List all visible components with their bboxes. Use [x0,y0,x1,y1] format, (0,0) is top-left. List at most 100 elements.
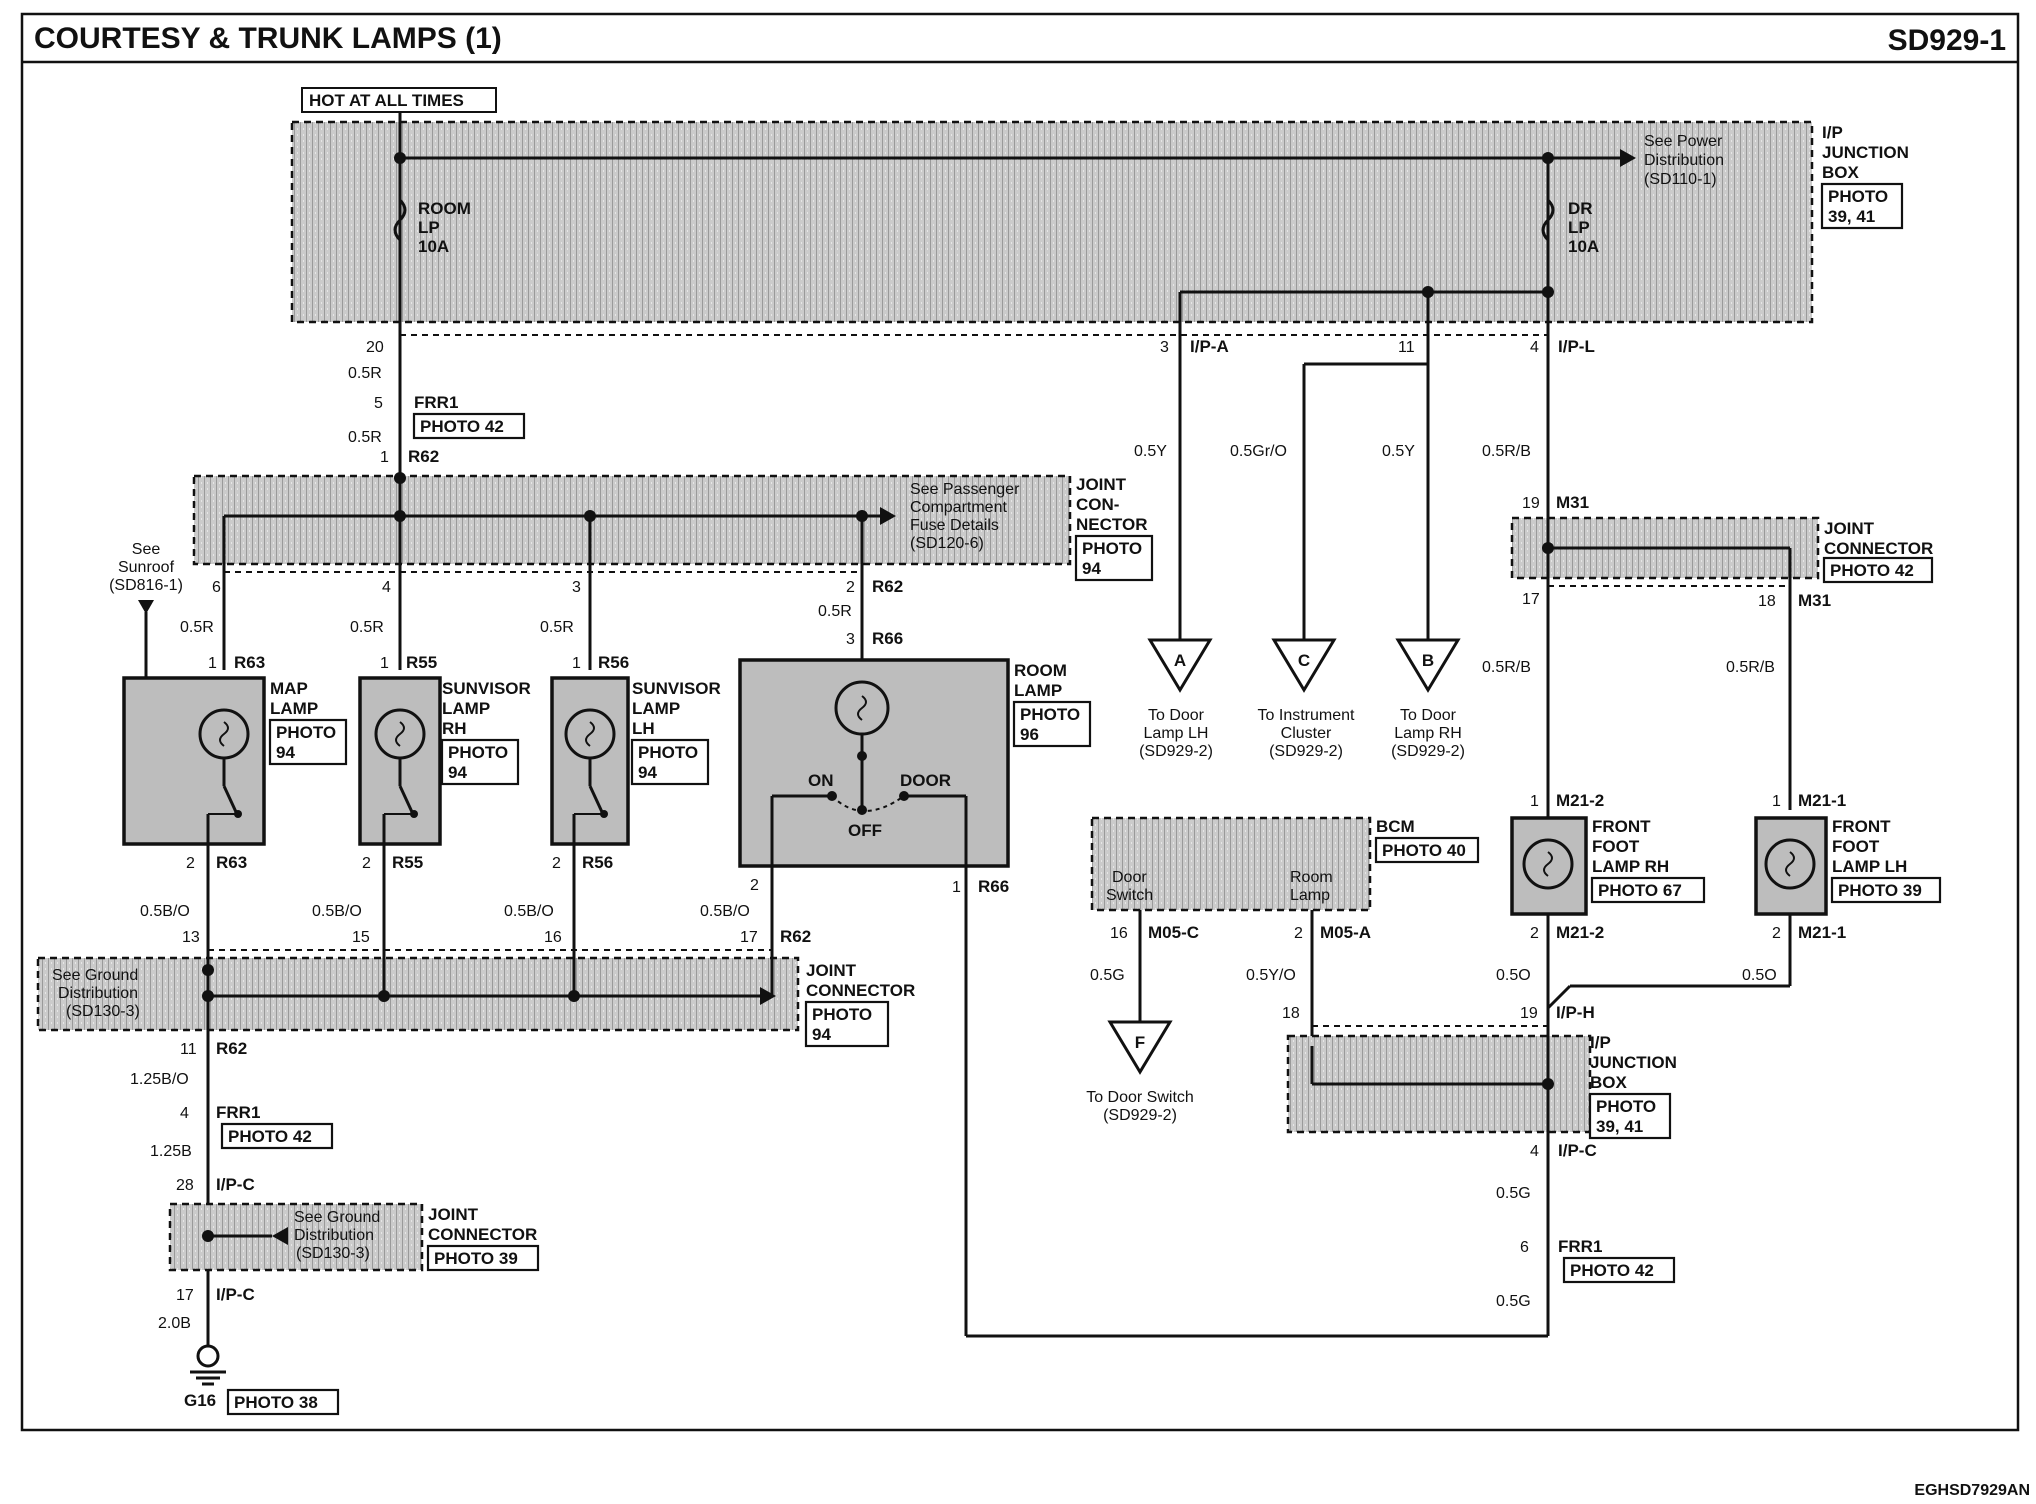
frr1-c: FRR1 [1558,1237,1602,1256]
offpage-f-line2: (SD929-2) [1103,1107,1177,1124]
pin-19-m31: 19 [1522,495,1540,512]
offpage-a-letter: A [1174,651,1186,670]
map-lamp-photo1: PHOTO [276,723,336,742]
pin-20: 20 [366,339,384,356]
wire-05O-b: 0.5O [1742,967,1777,984]
wire-05BO-a: 0.5B/O [140,903,190,920]
map-lamp [122,676,266,846]
bcm-pin-a1: Door [1112,869,1147,886]
bcm-name: BCM [1376,817,1415,836]
jc-top-name3: NECTOR [1076,515,1147,534]
ipjb-bot-name3: BOX [1590,1073,1628,1092]
sunvisor-rh-photo1: PHOTO [448,743,508,762]
ipl-label: I/P-L [1558,337,1595,356]
sunvisor-rh-name2: LAMP [442,699,490,718]
ffl-lh-photo: PHOTO 39 [1838,881,1922,900]
m211-b: M21-1 [1798,923,1846,942]
offpage-a-line2: Lamp LH [1144,725,1209,742]
r56-b: R56 [582,853,613,872]
gnd-note-b2: Distribution [294,1227,374,1244]
r63-b: R63 [216,853,247,872]
offpage-b: B To Door Lamp RH (SD929-2) [1391,638,1465,760]
pin-5: 5 [374,395,383,412]
offpage-a-line3: (SD929-2) [1139,743,1213,760]
power-note-line1: See Power [1644,133,1723,150]
fuse-room-line2: LP [418,218,440,237]
offpage-a-line1: To Door [1148,707,1205,724]
ipjb-bot-photo2: 39, 41 [1596,1117,1643,1136]
pin-11-r62: 11 [180,1041,197,1058]
ipjb-bot-name2: JUNCTION [1590,1053,1677,1072]
sunroof-note-3: (SD816-1) [109,577,183,594]
room-sw-door: DOOR [900,771,951,790]
offpage-c-line2: Cluster [1281,725,1332,742]
offpage-b-line1: To Door [1400,707,1457,724]
wire-05BO-d: 0.5B/O [700,903,750,920]
wire-05BO-c: 0.5B/O [504,903,554,920]
room-lamp-name2: LAMP [1014,681,1062,700]
jc-bottom-photo2: 94 [812,1025,831,1044]
r62-c: R62 [780,927,811,946]
sunvisor-rh-name3: RH [442,719,467,738]
wire-20B: 2.0B [158,1315,191,1332]
pin-2-r55: 2 [362,855,371,872]
ipjb-top-photo1: PHOTO [1828,187,1888,206]
ip-junction-box-top [290,120,1814,324]
gnd-note-a1: See Ground [52,967,138,984]
offpage-c-line3: (SD929-2) [1269,743,1343,760]
r66-b: R66 [978,877,1009,896]
bcm-module [1090,816,1372,912]
bcm-photo: PHOTO 40 [1382,841,1466,860]
jc-ipc-name2: CONNECTOR [428,1225,537,1244]
ipjb-top-name2: JUNCTION [1822,143,1909,162]
ipjb-top-name1: I/P [1822,123,1843,142]
power-note-line3: (SD110-1) [1644,171,1717,188]
pin-1-m212: 1 [1530,793,1539,810]
r56-a: R56 [598,653,629,672]
ipc-b: I/P-C [216,1285,255,1304]
pin-1-m211: 1 [1772,793,1781,810]
pin-17-ipc: 17 [176,1287,194,1304]
offpage-c-letter: C [1298,651,1310,670]
jc-top-name1: JOINT [1076,475,1127,494]
ffl-lh-name2: FOOT [1832,837,1880,856]
ground-icon [196,1344,220,1368]
room-lamp-photo1: PHOTO [1020,705,1080,724]
wire-05G-c: 0.5G [1496,1293,1531,1310]
pin-6: 6 [212,579,221,596]
gnd-note-b3: (SD130-3) [296,1245,370,1262]
wire-05YO: 0.5Y/O [1246,967,1296,984]
r55-b: R55 [392,853,423,872]
jc-m31-name1: JOINT [1824,519,1875,538]
room-lamp [738,658,1010,868]
jc-top-photo1: PHOTO [1082,539,1142,558]
fuse-dr-line3: 10A [1568,237,1599,256]
jc-bottom-name2: CONNECTOR [806,981,915,1000]
pin-4: 4 [382,579,391,596]
m31-b: M31 [1798,591,1831,610]
diagram-title: COURTESY & TRUNK LAMPS (1) [34,22,502,55]
frr1-a: FRR1 [414,393,458,412]
g16-label: G16 [184,1391,216,1410]
fuse-room-line1: ROOM [418,199,471,218]
wire-05R-a: 0.5R [348,365,382,382]
pin-3-ipa: 3 [1160,339,1169,356]
frr1-b: FRR1 [216,1103,260,1122]
ipa-label: I/P-A [1190,337,1229,356]
offpage-a: A To Door Lamp LH (SD929-2) [1139,638,1213,760]
wire-05G-a: 0.5G [1090,967,1125,984]
pin-17-m31: 17 [1522,591,1540,608]
offpage-b-line2: Lamp RH [1394,725,1462,742]
m212-a: M21-2 [1556,791,1604,810]
pin-6-frr1: 6 [1520,1239,1529,1256]
wire-05R-c: 0.5R [180,619,214,636]
wire-05R-d: 0.5R [350,619,384,636]
ipjb-top-photo2: 39, 41 [1828,207,1875,226]
pass-note-2: Compartment [910,499,1007,516]
photo42-b: PHOTO 42 [228,1127,312,1146]
bcm-pin-a2: Switch [1106,887,1153,904]
wire-05R-f: 0.5R [818,603,852,620]
pin-4-ipc: 4 [1530,1143,1539,1160]
pin-1-r66: 1 [952,879,961,896]
